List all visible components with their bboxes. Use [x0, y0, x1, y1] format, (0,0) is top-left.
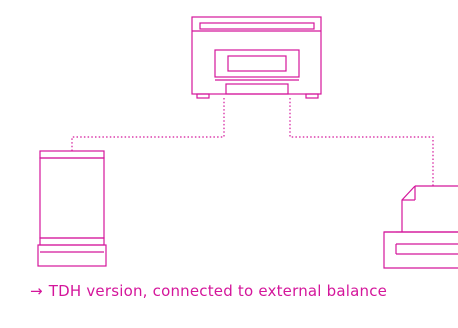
printer-icon	[383, 185, 458, 269]
diagram-caption: → TDH version, connected to external bala…	[30, 282, 387, 300]
connection-lines	[71, 98, 434, 186]
arrow-right-icon: →	[30, 282, 43, 300]
instrument-icon	[191, 16, 322, 99]
caption-text: TDH version, connected to external balan…	[48, 282, 388, 300]
balance-icon	[37, 150, 107, 267]
